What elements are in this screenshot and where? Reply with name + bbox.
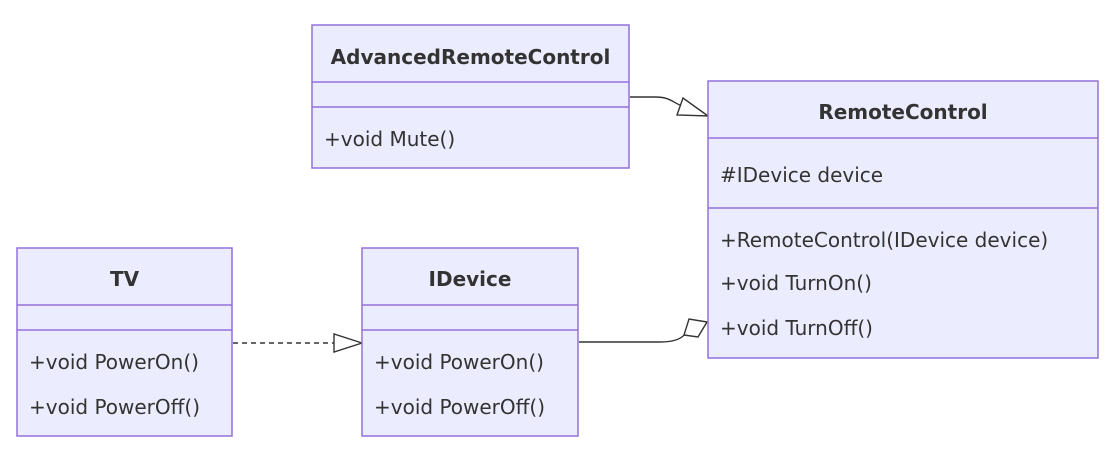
class-remote-control[interactable]: RemoteControl #IDevice device +RemoteCon… xyxy=(707,80,1099,359)
class-box xyxy=(361,247,579,437)
method: +void TurnOff() xyxy=(720,316,873,340)
method: +RemoteControl(IDevice device) xyxy=(720,228,1048,252)
method: +void PowerOn() xyxy=(374,350,544,374)
method: +void PowerOn() xyxy=(29,350,199,374)
method: +void Mute() xyxy=(324,127,455,151)
class-name: TV xyxy=(110,267,140,291)
method: +void PowerOff() xyxy=(374,395,545,419)
relationships xyxy=(233,96,711,353)
class-box xyxy=(707,80,1099,359)
inheritance-arrowhead-icon xyxy=(676,96,711,117)
method: +void TurnOn() xyxy=(720,271,872,295)
inheritance-edge-advanced-to-remote[interactable] xyxy=(630,96,683,107)
realization-arrowhead-icon xyxy=(333,333,365,353)
class-idevice[interactable]: IDevice +void PowerOn() +void PowerOff() xyxy=(361,247,579,437)
class-box xyxy=(16,247,233,437)
class-box xyxy=(311,24,630,169)
class-name: AdvancedRemoteControl xyxy=(331,45,611,69)
attribute: #IDevice device xyxy=(720,163,883,187)
aggregation-edge-idevice-to-remote[interactable] xyxy=(579,333,686,343)
aggregation-diamond-icon xyxy=(683,318,709,338)
class-name: IDevice xyxy=(429,267,512,291)
method: +void PowerOff() xyxy=(29,395,200,419)
class-name: RemoteControl xyxy=(818,100,987,124)
class-advanced-remote-control[interactable]: AdvancedRemoteControl +void Mute() xyxy=(311,24,630,169)
class-tv[interactable]: TV +void PowerOn() +void PowerOff() xyxy=(16,247,233,437)
